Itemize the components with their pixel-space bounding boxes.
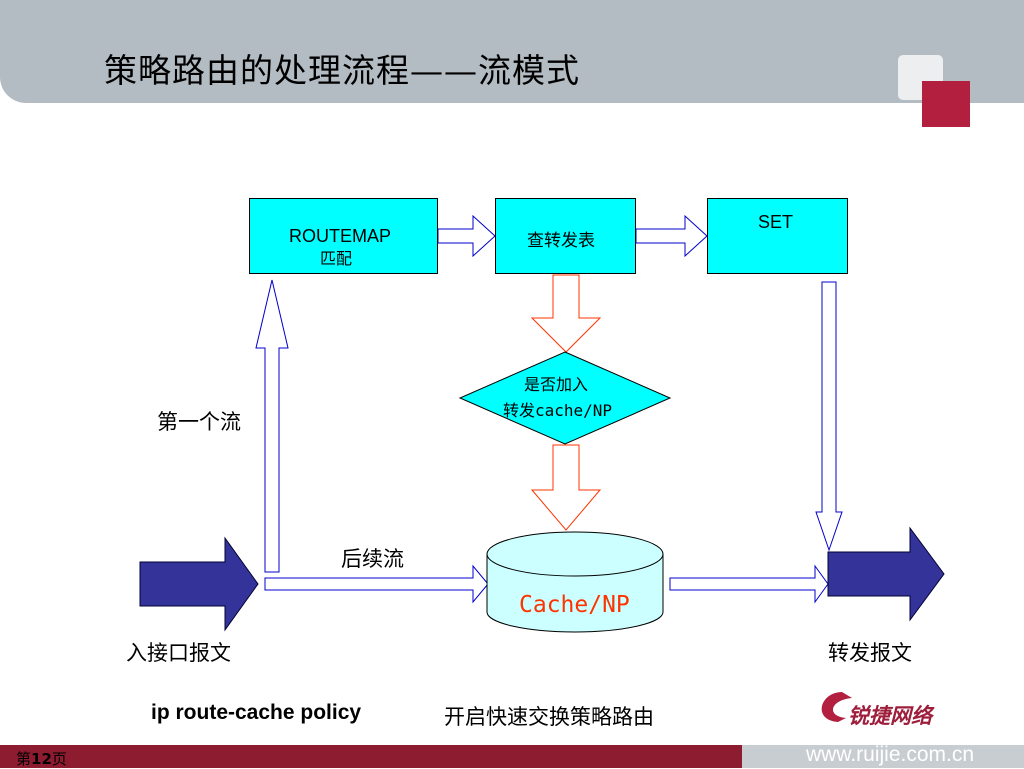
header-band	[0, 0, 1024, 103]
corner-square-red	[922, 81, 970, 127]
arrow-decision-to-cache	[530, 444, 602, 531]
lookup-label: 查转发表	[527, 231, 595, 251]
routemap-box	[249, 198, 438, 274]
routemap-label: ROUTEMAP	[289, 226, 392, 246]
lookup-box	[495, 198, 636, 274]
ingress-arrow	[139, 536, 259, 632]
page-suffix: 页	[51, 750, 67, 768]
decision-label-1: 是否加入	[524, 375, 589, 394]
page-number: 第12页	[16, 748, 67, 769]
arrow-first-flow-up	[255, 279, 289, 573]
page-prefix: 第	[16, 750, 32, 768]
page-number-value: 12	[31, 750, 52, 768]
arrow-set-down	[815, 281, 843, 552]
arrow-lookup-to-set	[635, 214, 708, 258]
egress-arrow	[827, 526, 945, 622]
command-description: 开启快速交换策略路由	[444, 705, 654, 729]
arrow-cache-to-egress	[669, 564, 829, 604]
logo-swoosh-icon	[821, 692, 852, 722]
set-label: SET	[758, 212, 794, 232]
slide-title: 策略路由的处理流程——流模式	[104, 51, 580, 90]
footer-bar-right	[742, 745, 1024, 768]
arrow-lookup-to-decision	[530, 274, 602, 353]
egress-label: 转发报文	[828, 641, 912, 665]
set-box	[707, 198, 848, 274]
command-cli: ip route-cache policy	[151, 701, 362, 724]
subsequent-flow-label: 后续流	[341, 547, 404, 571]
arrow-routemap-to-lookup	[437, 214, 496, 258]
cache-cylinder	[486, 531, 664, 633]
routemap-label-2: 匹配	[320, 249, 353, 268]
arrow-subsequent-flow	[264, 564, 489, 604]
cache-label: Cache/NP	[519, 592, 630, 618]
footer-bar	[0, 745, 742, 768]
first-flow-label: 第一个流	[157, 410, 241, 434]
ingress-label: 入接口报文	[126, 641, 231, 665]
website-link[interactable]: www.ruijie.com.cn	[806, 743, 975, 766]
decision-diamond	[458, 351, 672, 445]
decision-label-2: 转发cache/NP	[503, 401, 613, 420]
brand-logo: 锐捷网络	[848, 704, 932, 728]
